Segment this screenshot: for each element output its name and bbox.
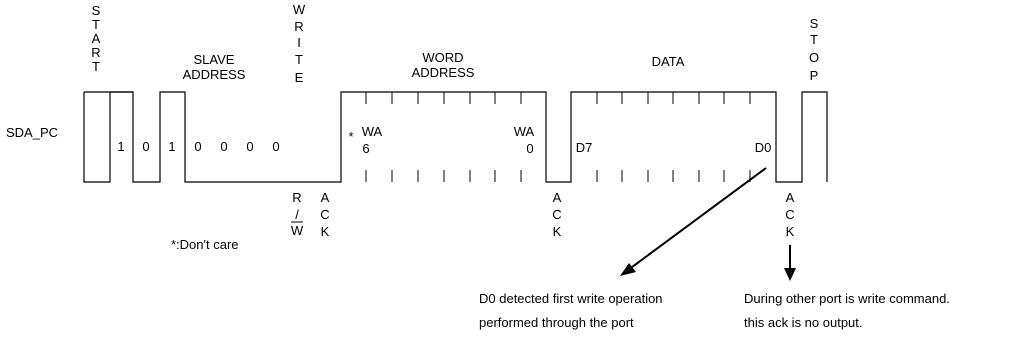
ack-arrow <box>784 245 796 281</box>
slave-bit: 0 <box>220 139 227 154</box>
slave-address-label-line1: SLAVE <box>194 52 235 67</box>
data-lsb: D0 <box>755 140 772 155</box>
stop-letter-1: S <box>810 16 819 31</box>
write-letter-4: T <box>295 52 303 67</box>
write-label: W R I T E <box>293 2 306 85</box>
word-address-label-line1: WORD <box>422 50 463 65</box>
d0-annotation-line2: performed through the port <box>479 315 634 330</box>
d0-annotation-line1: D0 detected first write operation <box>479 291 663 306</box>
word-address-ticks <box>365 92 522 182</box>
write-letter-5: E <box>295 70 304 85</box>
write-letter-1: W <box>293 2 306 17</box>
rw-slash: / <box>295 207 299 222</box>
rw-r: R <box>292 190 301 205</box>
stop-label: S T O P <box>809 16 819 83</box>
slave-bit: 1 <box>168 139 175 154</box>
write-letter-3: I <box>297 35 301 50</box>
slave-address-label-line2: ADDRESS <box>183 67 246 82</box>
word-address-msb-line2: 6 <box>362 141 369 156</box>
stop-letter-3: O <box>809 50 819 65</box>
dont-care-mark: * <box>348 129 353 144</box>
slave-bit: 0 <box>246 139 253 154</box>
write-letter-2: R <box>294 19 303 34</box>
rw-label: R / W <box>291 190 304 238</box>
slave-bit: 0 <box>194 139 201 154</box>
slave-address-bits: 1 0 1 0 0 0 0 <box>117 139 279 154</box>
ack-letter: C <box>785 207 794 222</box>
word-address-lsb-line2: 0 <box>526 141 533 156</box>
word-address-msb-line1: WA <box>362 124 383 139</box>
ack-label-2: A C K <box>552 190 561 239</box>
slave-bit: 0 <box>272 139 279 154</box>
d0-arrow <box>620 167 767 276</box>
ack-letter: A <box>786 190 795 205</box>
ack-label-3: A C K <box>785 190 794 239</box>
ack-letter: C <box>320 207 329 222</box>
ack-annotation-line1: During other port is write command. <box>744 291 950 306</box>
stop-letter-4: P <box>810 68 819 83</box>
word-address-lsb-line1: WA <box>514 124 535 139</box>
word-address-label-line2: ADDRESS <box>412 65 475 80</box>
start-label: S T A R T <box>91 3 100 74</box>
ack-letter: K <box>321 224 330 239</box>
ack-label-1: A C K <box>320 190 329 239</box>
ack-letter: K <box>553 224 562 239</box>
start-letter-2: T <box>92 17 100 32</box>
dont-care-note: *:Don't care <box>171 237 239 252</box>
data-label: DATA <box>652 54 685 69</box>
stop-letter-2: T <box>810 32 818 47</box>
ack-annotation-line2: this ack is no output. <box>744 315 863 330</box>
slave-bit: 0 <box>142 139 149 154</box>
ack-letter: A <box>553 190 562 205</box>
start-letter-1: S <box>92 3 101 18</box>
start-letter-3: A <box>92 31 101 46</box>
ack-letter: K <box>786 224 795 239</box>
rw-w: W <box>291 223 304 238</box>
data-ticks <box>596 92 751 182</box>
start-letter-5: T <box>92 59 100 74</box>
data-msb: D7 <box>576 140 593 155</box>
ack-letter: A <box>321 190 330 205</box>
sda-waveform <box>83 91 828 183</box>
signal-label: SDA_PC <box>6 125 58 140</box>
start-letter-4: R <box>91 45 100 60</box>
ack-letter: C <box>552 207 561 222</box>
slave-bit: 1 <box>117 139 124 154</box>
